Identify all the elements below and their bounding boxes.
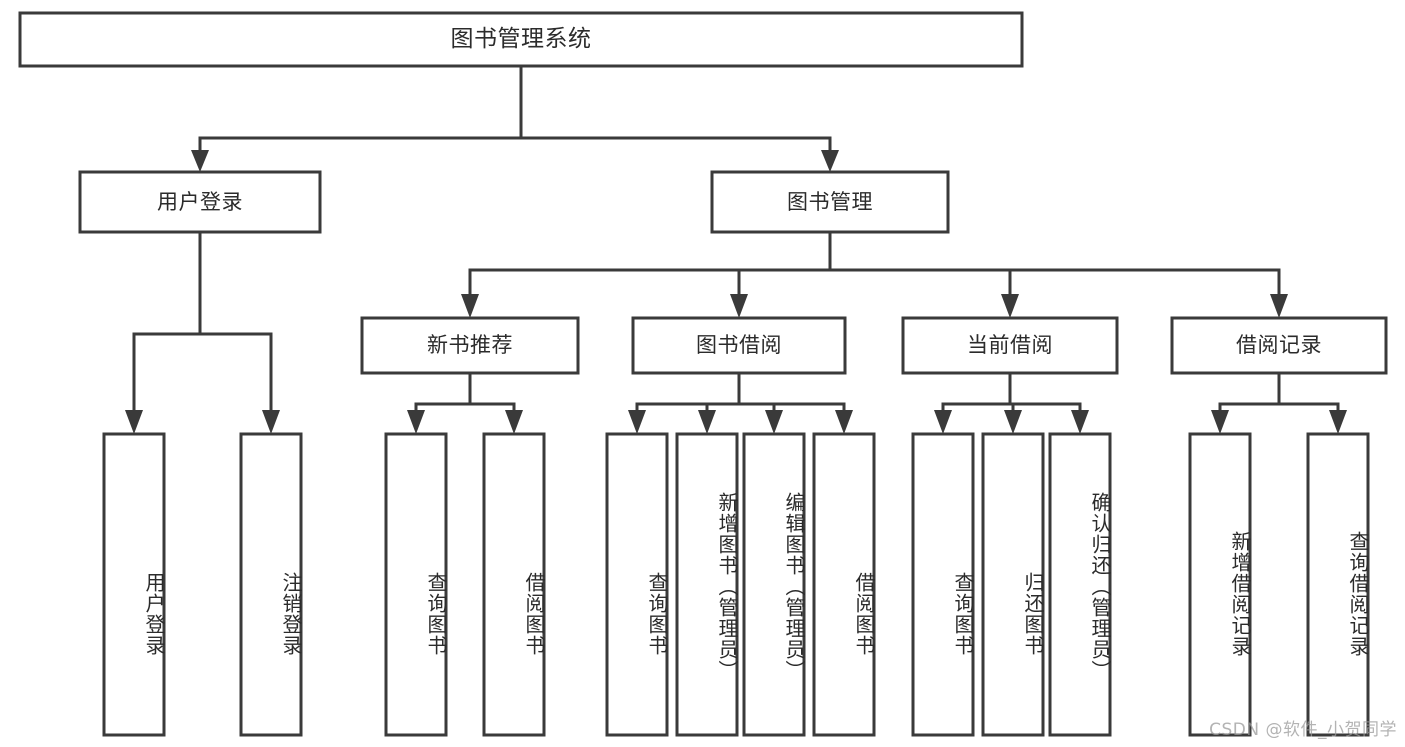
- connector-root-to-level2: [191, 64, 839, 172]
- node-leaf-user-login[interactable]: [104, 434, 164, 735]
- node-box-leaf-return-book[interactable]: [981, 432, 1045, 737]
- node-leaf-add-record[interactable]: [1190, 434, 1250, 735]
- node-box-leaf-query-record[interactable]: [1306, 432, 1370, 737]
- node-leaf-query-book-3[interactable]: [913, 434, 973, 735]
- arrow-head-leaf-add-book: [698, 410, 716, 434]
- connector-user-login-to-leaves: [125, 230, 280, 434]
- node-leaf-query-book-2[interactable]: [607, 434, 667, 735]
- node-leaf-borrow-book-1[interactable]: [484, 434, 544, 735]
- arrow-head-book-borrow: [730, 294, 748, 318]
- node-box-leaf-borrow-book-1[interactable]: [482, 432, 546, 737]
- arrow-head-leaf-confirm-return: [1071, 410, 1089, 434]
- node-box-user-login[interactable]: [78, 170, 322, 234]
- arrow-head-leaf-query-record: [1329, 410, 1347, 434]
- arrow-head-leaf-add-record: [1211, 410, 1229, 434]
- node-box-leaf-add-book[interactable]: [675, 432, 739, 737]
- node-box-leaf-query-book-2[interactable]: [605, 432, 669, 737]
- node-leaf-logout-login[interactable]: [241, 434, 301, 735]
- node-box-book-manage[interactable]: [710, 170, 950, 234]
- node-box-root[interactable]: [18, 11, 1024, 68]
- watermark-text: CSDN @软件_小贺同学: [1209, 720, 1397, 740]
- node-box-leaf-logout-login[interactable]: [239, 432, 303, 737]
- arrow-head-leaf-query-book-1: [407, 410, 425, 434]
- connector-book-borrow-to-leaves: [628, 371, 853, 434]
- node-leaf-borrow-book-2[interactable]: [814, 434, 874, 735]
- connector-new-book-recommend-to-leaves: [407, 371, 523, 434]
- node-box-leaf-borrow-book-2[interactable]: [812, 432, 876, 737]
- arrow-head-borrow-record: [1270, 294, 1288, 318]
- arrow-head-leaf-return-book: [1004, 410, 1022, 434]
- arrow-head-new-book-recommend: [461, 294, 479, 318]
- node-box-leaf-confirm-return[interactable]: [1048, 432, 1112, 737]
- arrow-head-leaf-query-book-2: [628, 410, 646, 434]
- node-box-borrow-record[interactable]: [1170, 316, 1388, 375]
- node-leaf-query-record[interactable]: [1308, 434, 1368, 735]
- node-leaf-edit-book[interactable]: [744, 434, 804, 735]
- node-box-new-book-recommend[interactable]: [360, 316, 580, 375]
- node-box-leaf-add-record[interactable]: [1188, 432, 1252, 737]
- node-leaf-confirm-return[interactable]: [1050, 434, 1110, 735]
- connector-current-borrow-to-leaves: [934, 371, 1089, 434]
- node-box-leaf-query-book-1[interactable]: [384, 432, 448, 737]
- node-box-book-borrow[interactable]: [631, 316, 847, 375]
- arrow-head-user-login: [191, 150, 209, 172]
- arrow-head-leaf-borrow-book-2: [835, 410, 853, 434]
- arrow-head-leaf-borrow-book-1: [505, 410, 523, 434]
- arrow-head-book-manage: [821, 150, 839, 172]
- arrow-head-leaf-edit-book: [765, 410, 783, 434]
- node-leaf-query-book-1[interactable]: [386, 434, 446, 735]
- arrow-head-current-borrow: [1001, 294, 1019, 318]
- node-box-leaf-user-login[interactable]: [102, 432, 166, 737]
- arrow-head-leaf-query-book-3: [934, 410, 952, 434]
- connector-book-manage-to-level3: [461, 230, 1288, 318]
- arrow-head-leaf-logout-login: [262, 410, 280, 434]
- node-box-current-borrow[interactable]: [901, 316, 1119, 375]
- node-leaf-add-book[interactable]: [677, 434, 737, 735]
- connector-borrow-record-to-leaves: [1211, 371, 1347, 434]
- node-leaf-return-book[interactable]: [983, 434, 1043, 735]
- node-box-leaf-query-book-3[interactable]: [911, 432, 975, 737]
- arrow-head-leaf-user-login: [125, 410, 143, 434]
